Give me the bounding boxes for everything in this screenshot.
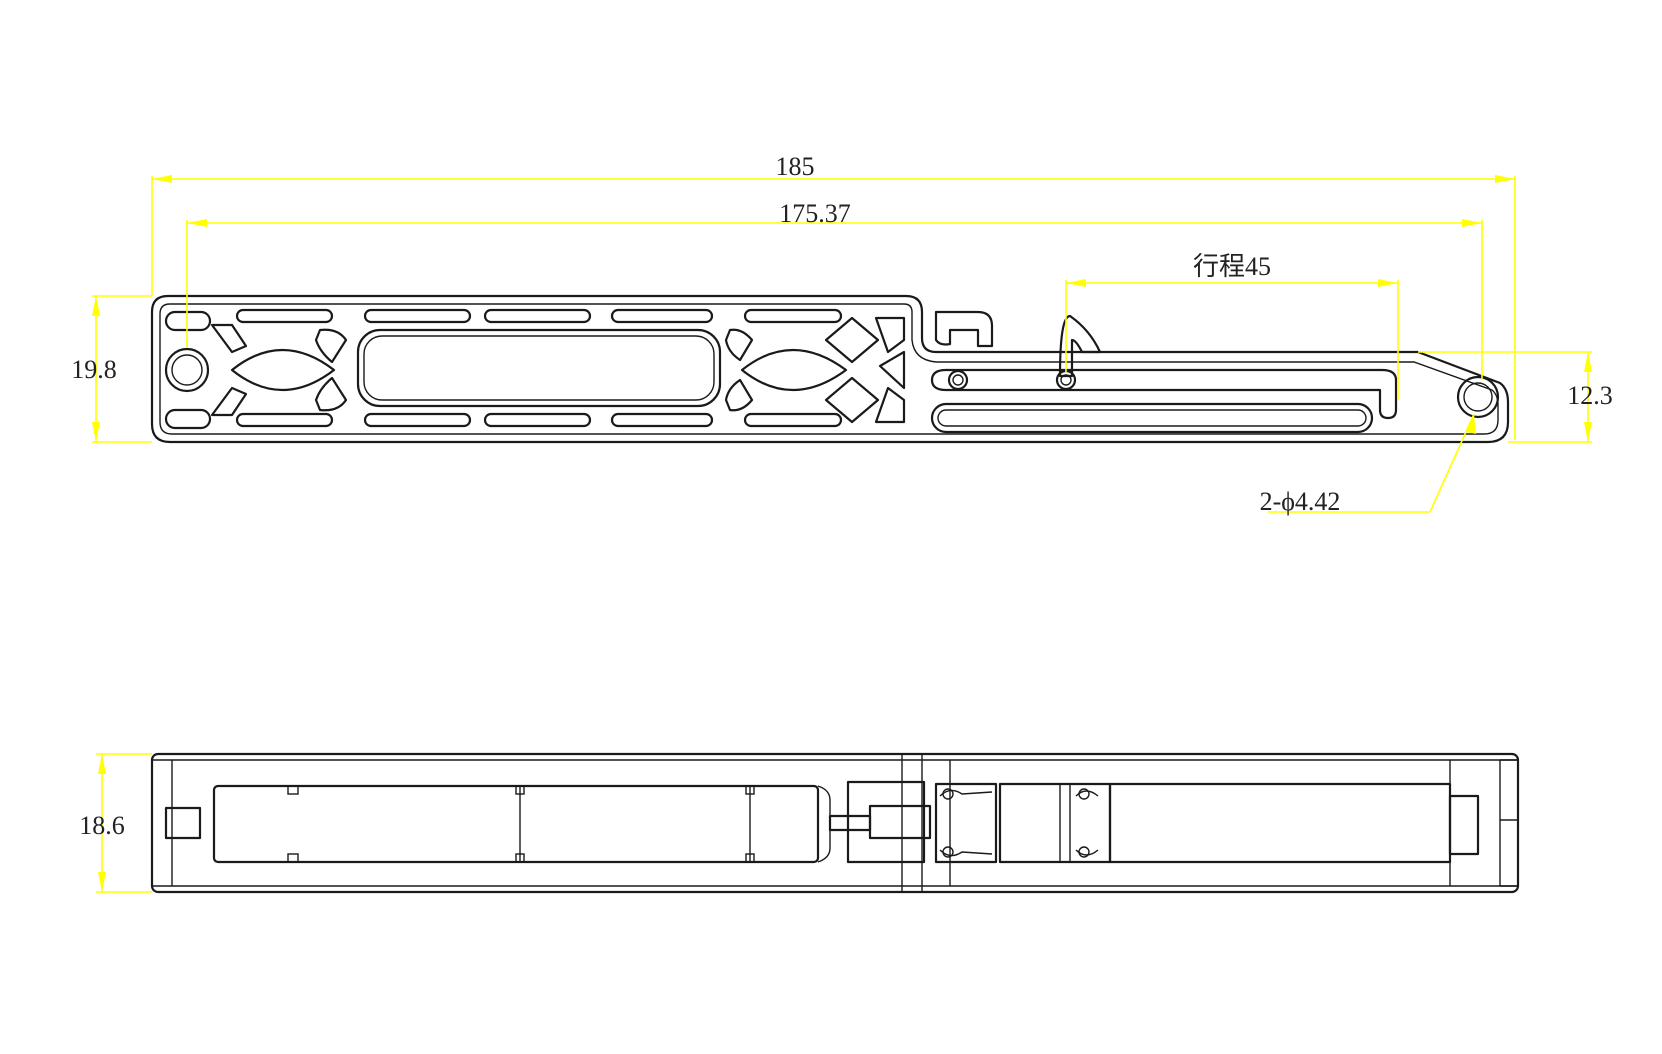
end-height-label: 12.3 [1567, 381, 1613, 410]
hole-center-distance-label: 175.37 [779, 199, 851, 228]
top-view-outline [150, 294, 1510, 444]
overall-length-label: 185 [776, 152, 815, 181]
side-view-dimensions: 18.6 [79, 753, 152, 893]
stroke-label: 行程45 [1193, 252, 1271, 281]
piston-rod [828, 814, 872, 832]
dim-hole-center-distance: 175.37 [186, 199, 1483, 380]
right-mount-hole [1456, 375, 1500, 419]
top-view-inner-outline [159, 303, 1499, 435]
left-top-pad [164, 310, 212, 332]
upper-track-slot [930, 368, 1398, 420]
damper-body [212, 784, 820, 864]
dim-stroke: 行程45 [1065, 252, 1399, 400]
dim-height: 19.8 [71, 295, 152, 443]
dim-overall-length: 185 [151, 152, 1516, 440]
top-slots [235, 308, 843, 324]
thickness-label: 18.6 [79, 811, 125, 840]
rod-end [868, 804, 932, 840]
side-left-square [164, 806, 202, 840]
lattice-cutouts [210, 316, 906, 424]
left-bottom-pad [164, 408, 212, 430]
rod-block [846, 780, 926, 864]
side-view-outline [150, 752, 1520, 894]
bottom-slots [235, 412, 843, 428]
side-view-part [150, 752, 1520, 894]
right-end-block [1448, 794, 1480, 856]
holes-label: 2-ϕ4.42 [1260, 487, 1341, 516]
right-housing [1108, 782, 1452, 864]
lower-track-slot-inner [937, 409, 1367, 427]
center-window [356, 328, 722, 408]
right-lens-cutout [740, 348, 848, 392]
latch-hook [934, 310, 994, 348]
top-view-dimensions: 185 175.37 行程45 19.8 [71, 152, 1613, 516]
latch-mechanism [934, 782, 1112, 864]
left-mount-hole [164, 347, 210, 393]
track-pivot [947, 369, 969, 391]
top-view-part [150, 294, 1510, 444]
dim-end-height: 12.3 [1418, 351, 1613, 443]
lower-track-slot [930, 402, 1374, 434]
height-label: 19.8 [71, 355, 117, 384]
dim-hole-leader: 2-ϕ4.42 [1260, 413, 1476, 516]
center-window-inner [363, 335, 715, 401]
left-lens-cutout [230, 349, 336, 391]
